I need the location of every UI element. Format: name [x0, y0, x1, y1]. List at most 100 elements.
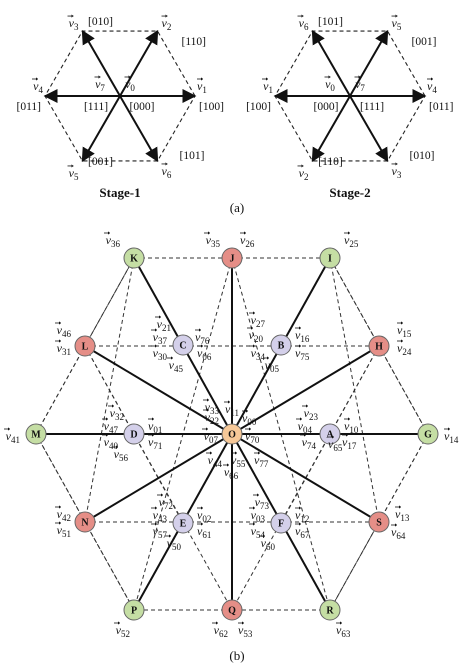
caption-b: (b) [229, 648, 244, 663]
stage-vector-label-v2: v2 [161, 14, 172, 32]
svg-text:v61: v61 [197, 524, 211, 540]
vector-label-v37: v37 [151, 328, 168, 346]
stage-code-label-v6: [101] [318, 16, 343, 28]
node-circle-N [74, 511, 96, 533]
vector-label-v67: v67 [295, 522, 310, 540]
node-circle-P [123, 599, 145, 621]
vector-label-v12: v12 [295, 506, 309, 524]
node-letter-R: R [326, 606, 334, 617]
node-letter-N: N [81, 518, 89, 529]
node-circle-C [172, 334, 194, 356]
svg-text:v66: v66 [224, 465, 239, 481]
vector-label-v41: v41 [4, 427, 20, 445]
vector-label-v06: v06 [197, 344, 212, 362]
vector-label-v44: v44 [206, 451, 223, 469]
vector-label-v61: v61 [197, 522, 211, 540]
svg-text:v50: v50 [167, 536, 182, 552]
vector-label-v36: v36 [104, 231, 121, 249]
stage-code-label-v2: [110] [182, 36, 206, 48]
svg-text:v4: v4 [427, 79, 437, 95]
vector-label-v64: v64 [391, 523, 406, 541]
vector-label-v77: v77 [254, 451, 269, 469]
vector-label-v24: v24 [397, 339, 412, 357]
vector-label-v17: v17 [342, 433, 357, 451]
svg-text:v37: v37 [153, 330, 168, 346]
svg-text:v36: v36 [106, 233, 121, 249]
node-letter-P: P [131, 606, 137, 617]
stage-code-label-v4: [011] [17, 101, 41, 113]
svg-text:v32: v32 [110, 406, 124, 422]
stage-title: Stage-2 [329, 185, 370, 200]
svg-text:v6: v6 [299, 16, 309, 32]
vector-arrow-v5 [81, 95, 121, 163]
node-circle-G [417, 423, 439, 445]
vector-label-v15: v15 [397, 321, 412, 339]
node-circle-A [319, 423, 341, 445]
svg-text:v35: v35 [206, 233, 221, 249]
vector-label-v23: v23 [302, 404, 319, 422]
vector-label-v65: v65 [328, 435, 343, 453]
stage1-hexagon: v1[100]v2[110]v3[010]v4[011]v5[001]v6[10… [17, 14, 224, 200]
svg-text:v11: v11 [225, 402, 239, 418]
vector-label-v47: v47 [102, 417, 119, 435]
vector-label-v26: v26 [240, 231, 255, 249]
vector-label-v20: v20 [247, 326, 264, 344]
svg-text:v3: v3 [392, 164, 402, 180]
vector-label-v63: v63 [336, 621, 351, 639]
node-circle-F [270, 512, 292, 534]
vector-arrow-v6 [311, 29, 351, 97]
vector-label-v70: v70 [245, 427, 260, 445]
svg-text:v21: v21 [157, 317, 171, 333]
svg-text:v00: v00 [242, 411, 257, 427]
vector-label-v00: v00 [242, 409, 257, 427]
svg-text:v31: v31 [57, 341, 71, 357]
svg-text:v5: v5 [392, 16, 402, 32]
vector-label-v54: v54 [249, 522, 266, 540]
vector-label-v42: v42 [55, 505, 71, 523]
svg-text:v62: v62 [214, 623, 228, 639]
vector-label-v72: v72 [157, 493, 173, 511]
node-letter-K: K [130, 254, 138, 265]
svg-text:v10: v10 [344, 419, 359, 435]
vector-label-v52: v52 [114, 621, 130, 639]
vector-label-v74: v74 [300, 433, 317, 451]
center-code-right: [000] [130, 101, 155, 113]
solid-edge-SO [231, 433, 380, 523]
svg-text:v0: v0 [325, 77, 335, 93]
node-letter-B: B [278, 341, 285, 352]
caption-a: (a) [230, 200, 244, 215]
vector-label-v53: v53 [238, 621, 253, 639]
vector-label-v21: v21 [155, 315, 171, 333]
svg-text:v52: v52 [116, 623, 130, 639]
vector-label-v71: v71 [148, 433, 162, 451]
svg-text:v27: v27 [251, 313, 266, 329]
node-letter-I: I [328, 254, 332, 265]
center-vector-left: v0 [324, 75, 335, 93]
svg-text:v7: v7 [95, 77, 105, 93]
node-letter-O: O [228, 430, 236, 441]
dashed-edge-SR [329, 521, 380, 611]
center-code-left: [111] [84, 101, 108, 113]
svg-text:v64: v64 [391, 525, 406, 541]
svg-text:v42: v42 [57, 507, 71, 523]
svg-text:v01: v01 [148, 419, 162, 435]
stage-code-label-v4: [011] [429, 101, 453, 113]
svg-text:v2: v2 [162, 16, 172, 32]
vector-label-v40: v40 [102, 433, 119, 451]
stage-code-label-v1: [100] [199, 101, 224, 113]
vector-label-v05: v05 [263, 356, 280, 374]
vector-label-v56: v56 [112, 445, 129, 463]
stage-vector-label-v2: v2 [297, 164, 309, 182]
svg-text:v33: v33 [205, 400, 220, 416]
node-letter-G: G [424, 430, 432, 441]
